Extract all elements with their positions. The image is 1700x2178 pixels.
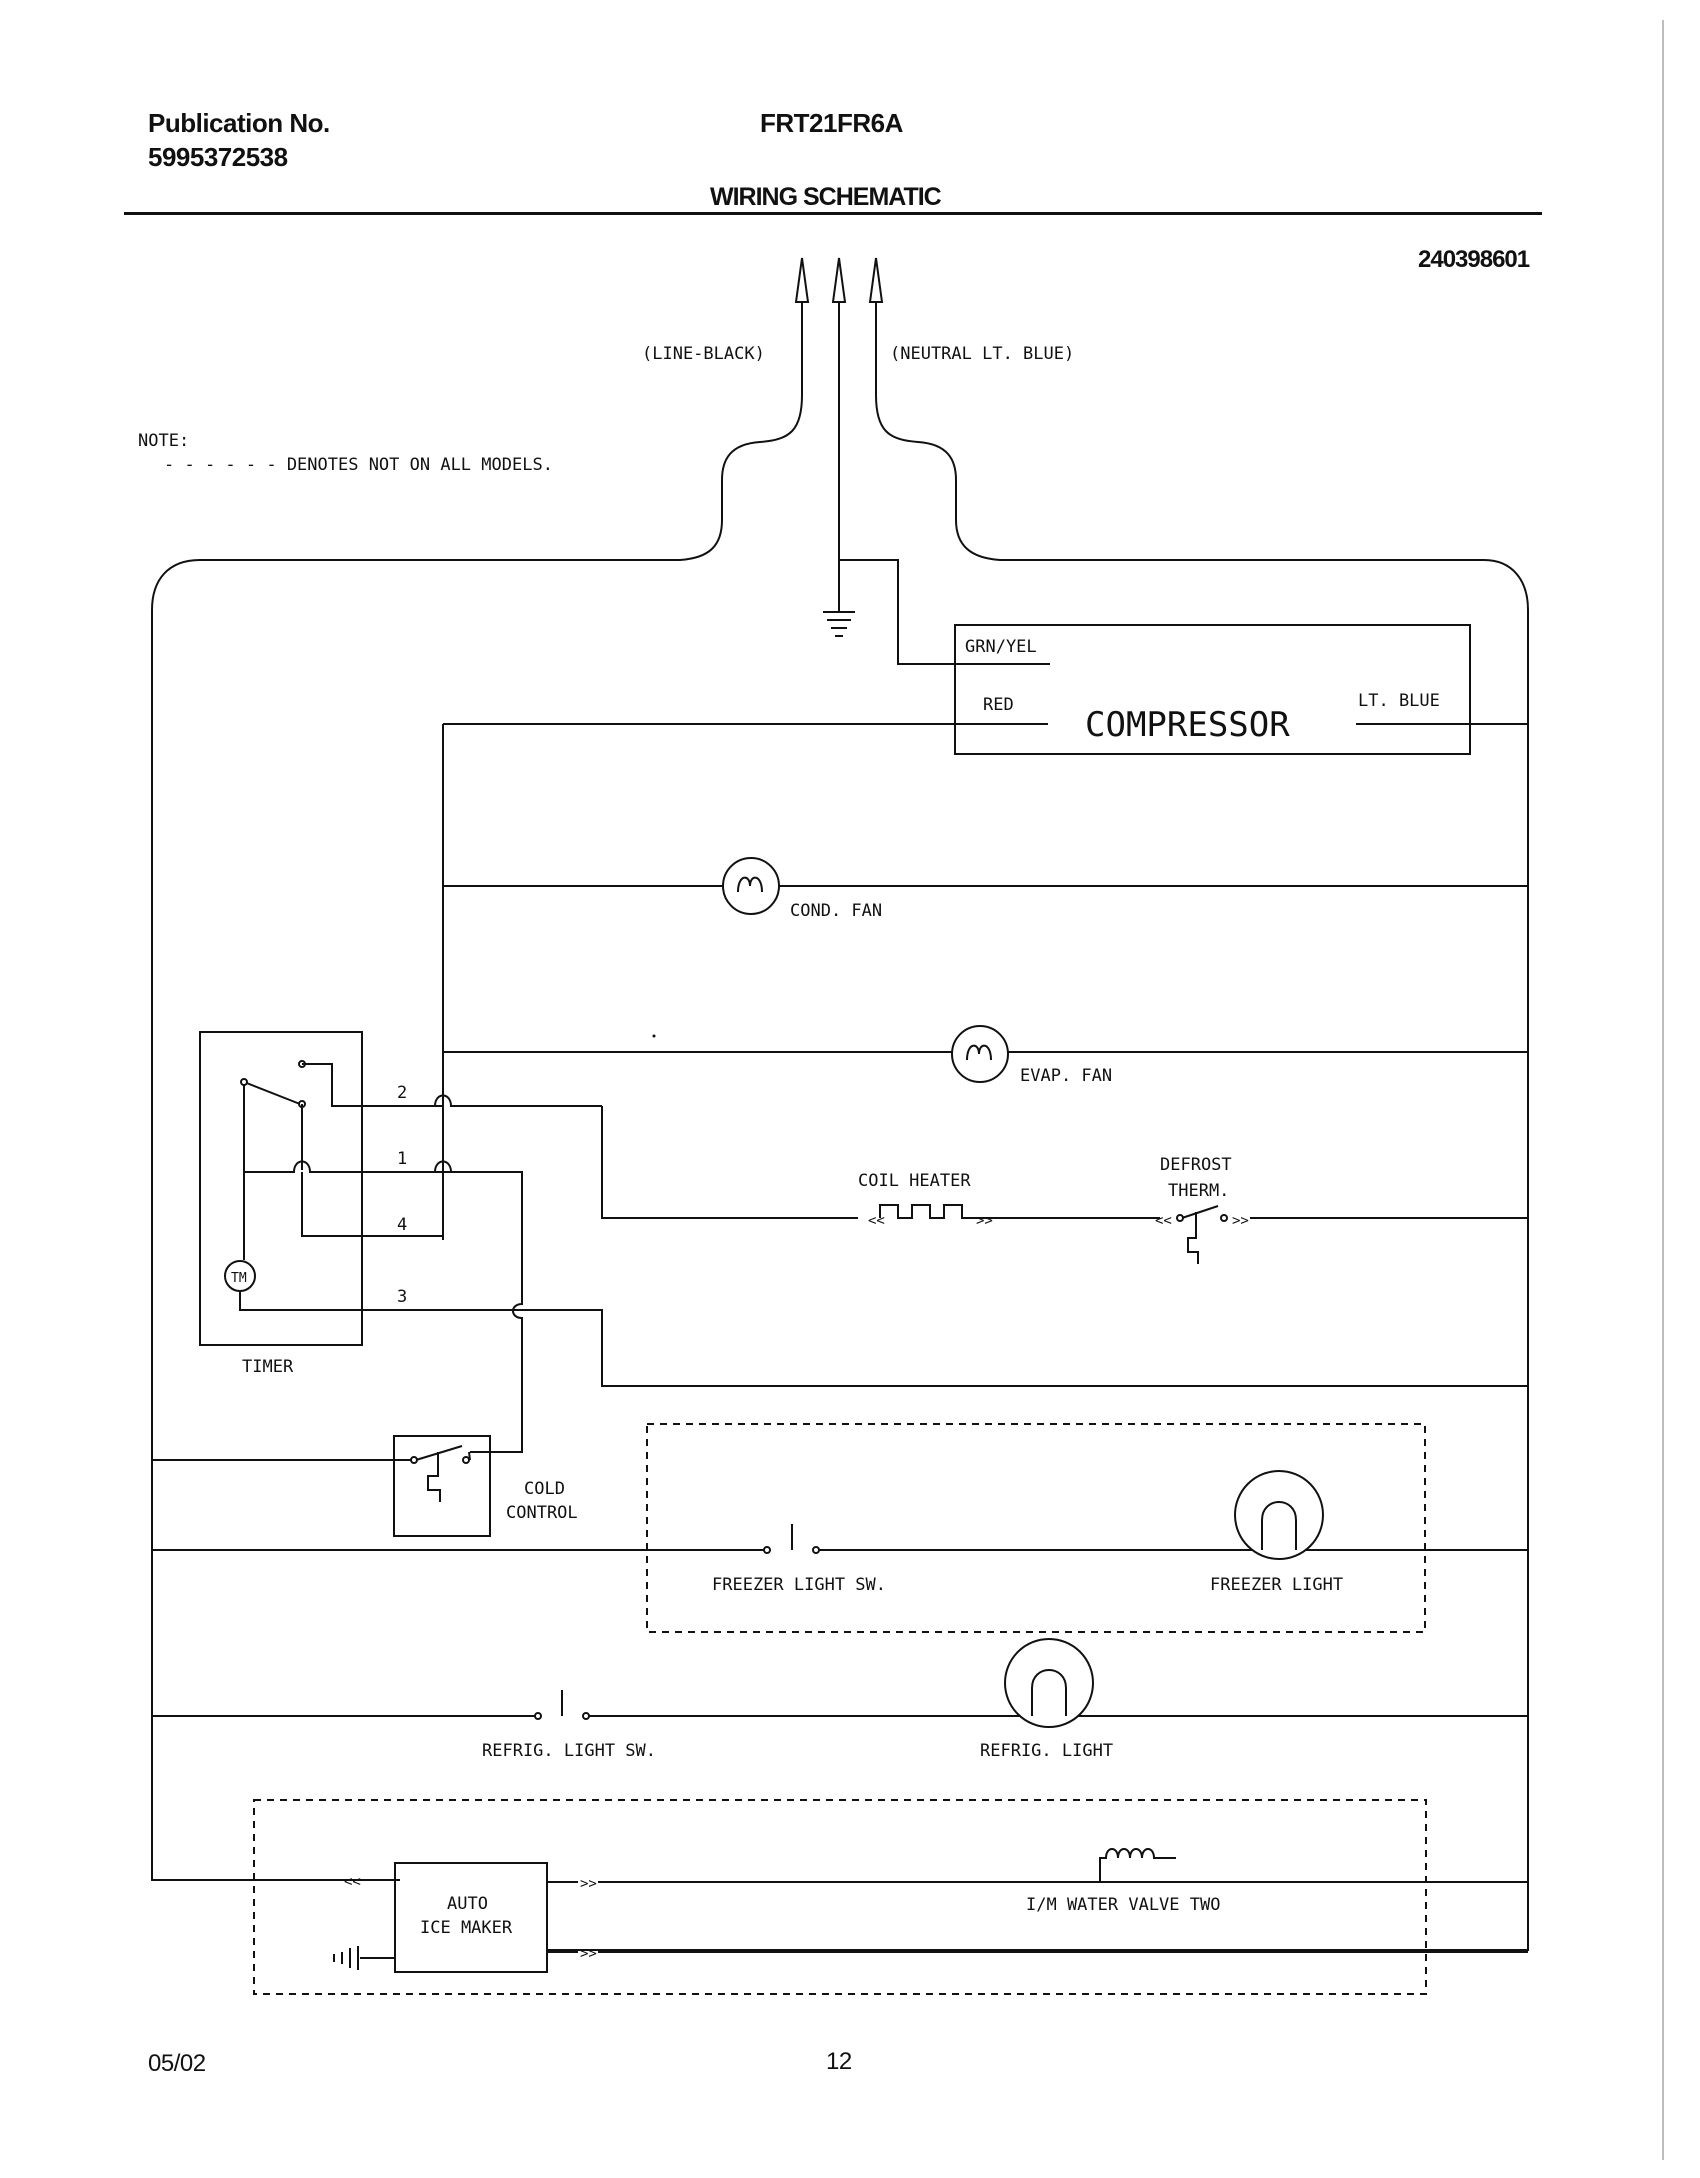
evap-fan-label: EVAP. FAN [1020, 1066, 1112, 1086]
publication-label: Publication No. [148, 108, 330, 138]
line-black-label: (LINE-BLACK) [642, 344, 765, 364]
ground-symbol [823, 559, 1050, 665]
refrig-sw-label: REFRIG. LIGHT SW. [482, 1741, 656, 1761]
page-edge [1662, 20, 1664, 2160]
ice-label-2: ICE MAKER [420, 1918, 513, 1938]
terminal-3: 3 [397, 1287, 407, 1307]
freezer-light-label: FREEZER LIGHT [1210, 1575, 1343, 1595]
coil-heater-label: COIL HEATER [858, 1171, 971, 1191]
model-number: FRT21FR6A [760, 108, 903, 138]
ice-label-1: AUTO [447, 1894, 488, 1914]
defrost-label-2: THERM. [1168, 1181, 1229, 1201]
refrig-light-label: REFRIG. LIGHT [980, 1741, 1113, 1761]
title-rule [124, 212, 1542, 215]
drawing-number: 240398601 [1418, 246, 1530, 273]
tm-label: TM [231, 1271, 247, 1286]
red-label: RED [983, 695, 1014, 715]
note-label: NOTE: [138, 431, 189, 451]
cold-label-1: COLD [524, 1479, 565, 1499]
footer-date: 05/02 [148, 2050, 206, 2077]
svg-text:>>: >> [580, 1946, 597, 1962]
ice-maker-optional-box [253, 1799, 1427, 1995]
terminal-1: 1 [397, 1149, 407, 1169]
svg-text:<<: << [1155, 1213, 1172, 1229]
svg-text:>>: >> [976, 1213, 993, 1229]
note-text: - - - - - - DENOTES NOT ON ALL MODELS. [164, 455, 553, 475]
cold-control-box [393, 1435, 491, 1537]
refrig-light-bulb [1004, 1638, 1094, 1728]
svg-text:<<: << [868, 1213, 885, 1229]
terminal-2: 2 [397, 1083, 407, 1103]
svg-text:>>: >> [580, 1876, 597, 1892]
freezer-light-bulb [1234, 1470, 1324, 1560]
publication-number: 5995372538 [148, 142, 288, 172]
compressor-label: COMPRESSOR [1085, 705, 1290, 745]
neutral-wire [548, 394, 1529, 1951]
footer-page: 12 [826, 2048, 852, 2075]
freezer-sw-label: FREEZER LIGHT SW. [712, 1575, 886, 1595]
compressor-box [954, 624, 1471, 755]
lt-blue-label: LT. BLUE [1358, 691, 1440, 711]
timer-box [199, 1031, 363, 1346]
defrost-label-1: DEFROST [1160, 1155, 1232, 1175]
terminal-4: 4 [397, 1215, 407, 1235]
svg-text:<<: << [344, 1874, 361, 1890]
page-title: WIRING SCHEMATIC [710, 183, 942, 211]
grn-yel-label: GRN/YEL [965, 637, 1037, 657]
cond-fan-label: COND. FAN [790, 901, 882, 921]
cold-label-2: CONTROL [506, 1503, 578, 1523]
supply-arrows [794, 257, 884, 560]
line-wire [151, 394, 803, 1881]
svg-text:>>: >> [1232, 1213, 1249, 1229]
water-valve-label: I/M WATER VALVE TWO [1026, 1895, 1220, 1915]
neutral-label: (NEUTRAL LT. BLUE) [890, 344, 1074, 364]
ice-maker-box [394, 1862, 548, 1973]
timer-label: TIMER [242, 1357, 294, 1377]
